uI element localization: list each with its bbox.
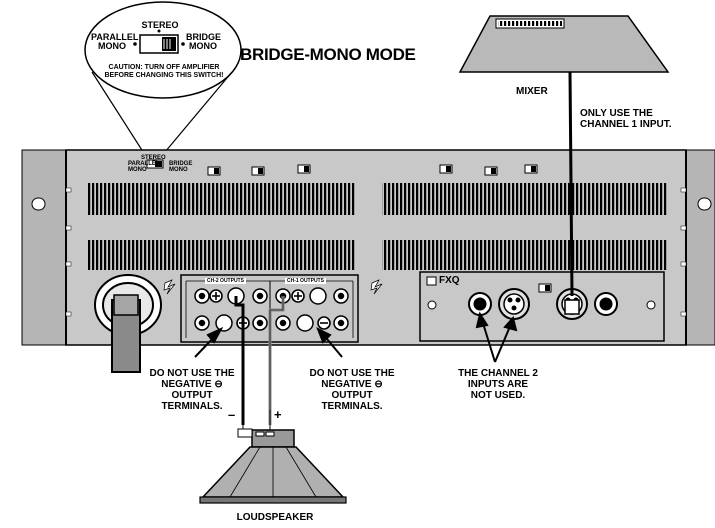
lightning-markers: [163, 279, 383, 295]
terminal: [194, 287, 349, 332]
switch-callout: [84, 1, 242, 159]
vent-grilles: [88, 183, 668, 270]
amp-switch-parallel-label: PARALLEL MONO: [128, 161, 160, 173]
ch1-outputs-label: CH-1 OUTPUTS: [285, 278, 326, 284]
page-title: BRIDGE-MONO MODE: [240, 45, 416, 64]
mixer-label: MIXER: [516, 86, 548, 97]
note-right: DO NOT USE THE NEGATIVE ⊖ OUTPUT TERMINA…: [309, 368, 395, 412]
speaker-wires: [234, 296, 285, 432]
wire-plus-sign: +: [274, 407, 282, 422]
wire-minus-sign: –: [228, 407, 236, 422]
input-panel: [419, 271, 665, 342]
ch2-outputs-label: CH-2 OUTPUTS: [205, 278, 246, 284]
mixer-note: ONLY USE THE CHANNEL 1 INPUT.: [580, 108, 672, 130]
chassis-switches: [146, 159, 538, 176]
note-left: DO NOT USE THE NEGATIVE ⊖ OUTPUT TERMINA…: [149, 368, 235, 412]
amp-switch-bridge-label: BRIDGE MONO: [169, 161, 193, 173]
switch-parallel-label: PARALLEL MONO: [91, 32, 139, 51]
note-inputs: THE CHANNEL 2 INPUTS ARE NOT USED.: [458, 368, 538, 401]
switch-stereo-label: STEREO: [141, 20, 179, 30]
note-arrows: [194, 311, 518, 363]
mixer-cable: [564, 71, 580, 315]
switch-lever-large: [162, 37, 176, 51]
switch-caution-text: CAUTION: TURN OFF AMPLIFIER BEFORE CHANG…: [104, 64, 224, 79]
brand-logo: FXQ: [439, 275, 460, 286]
switch-bridge-label: BRIDGE MONO: [186, 32, 222, 51]
amp-switch-stereo-label: STEREO: [141, 155, 166, 161]
mixer: [458, 15, 670, 73]
loudspeaker: [199, 428, 347, 504]
loudspeaker-label: LOUDSPEAKER: [236, 512, 314, 523]
power-cord: [94, 274, 162, 373]
